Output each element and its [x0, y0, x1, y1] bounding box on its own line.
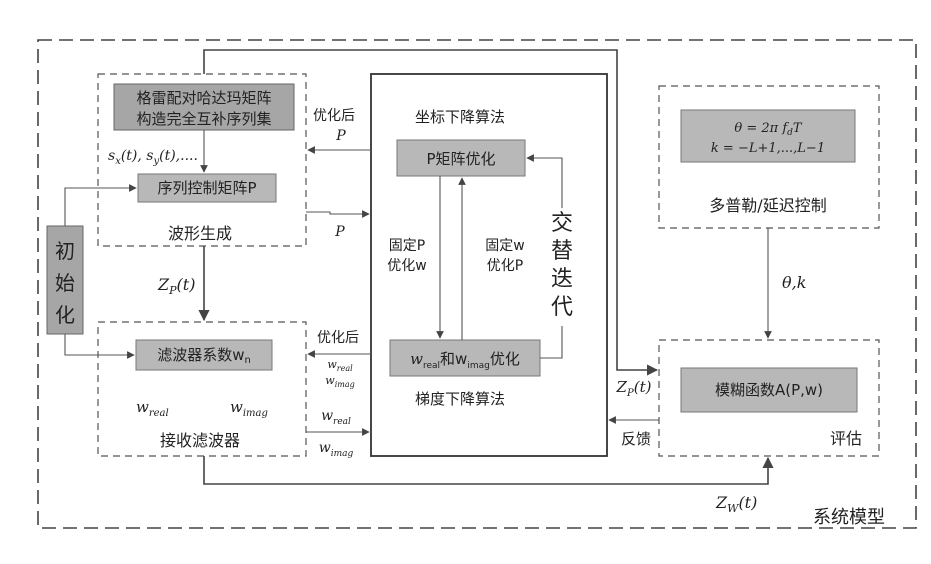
fix-p-line-1: 固定P	[389, 238, 425, 254]
alt-loop-top-arrow	[527, 158, 562, 208]
w-imag-edge-label: wimag	[319, 440, 354, 459]
feedback-label: 反馈	[621, 430, 651, 448]
optimized-p-label-2: P	[335, 128, 346, 144]
coordinate-descent-title: 坐标下降算法	[415, 108, 505, 126]
k-range-equation: k = −L+1,...,L−1	[711, 141, 825, 156]
alternate-char-1: 交	[551, 211, 573, 236]
zp-left-label: ZP(t)	[157, 275, 195, 297]
optimized-p-label-1: 优化后	[313, 108, 355, 124]
zp-right-label: ZP(t)	[616, 378, 652, 399]
optimized-w-label: 优化后	[317, 330, 359, 346]
waveform-title: 波形生成	[168, 224, 232, 243]
w-real-edge-label: wreal	[321, 408, 351, 427]
receiver-title: 接收滤波器	[160, 431, 240, 450]
doppler-delay-block: θ = 2π fdT k = −L+1,...,L−1 多普勒/延迟控制	[659, 86, 879, 228]
theta-equation: θ = 2π fdT	[734, 121, 803, 138]
init-char-3: 化	[55, 303, 75, 327]
alternate-char-4: 代	[551, 295, 573, 320]
fix-p-line-2: 优化w	[387, 258, 426, 274]
ccs-line-1: 格雷配对哈达玛矩阵	[136, 89, 271, 107]
w-imag-label: wimag	[230, 398, 268, 419]
p-edge-label: P	[334, 224, 345, 240]
waveform-generation-block: 格雷配对哈达玛矩阵 构造完全互补序列集 sx(t), sy(t),.... 序列…	[98, 74, 306, 246]
optimized-w-real-label: wreal	[327, 358, 353, 373]
fix-w-line-2: 优化P	[487, 258, 523, 274]
sequence-list: sx(t), sy(t),....	[108, 148, 198, 167]
ambiguity-function-label: 模糊函数A(P,w)	[715, 381, 823, 399]
gradient-descent-title: 梯度下降算法	[415, 390, 505, 408]
evaluation-block: 模糊函数A(P,w) 评估	[659, 340, 879, 456]
init-to-matrix-arrow	[65, 188, 136, 226]
system-model-label: 系统模型	[813, 507, 885, 528]
optimizer-block: 坐标下降算法 P矩阵优化 固定P 优化w 固定w 优化P wreal和wimag…	[371, 74, 607, 456]
optimized-w-imag-label: wimag	[325, 374, 354, 389]
alternate-char-2: 替	[551, 239, 573, 264]
ccs-line-2: 构造完全互补序列集	[136, 110, 271, 128]
p-optimize-label: P矩阵优化	[426, 150, 495, 168]
control-matrix-label: 序列控制矩阵P	[157, 179, 256, 197]
fix-w-line-1: 固定w	[485, 238, 524, 254]
doppler-title: 多普勒/延迟控制	[709, 196, 826, 215]
filter-coeff-label: 滤波器系数wn	[157, 346, 251, 366]
init-to-filter-arrow	[65, 334, 134, 355]
init-block: 初 始 化	[47, 226, 83, 334]
alternate-char-3: 迭	[551, 267, 573, 292]
zw-label: ZW(t)	[715, 493, 757, 515]
zw-to-evaluation-arrow	[204, 456, 768, 484]
evaluation-title: 评估	[830, 429, 862, 448]
theta-k-label: θ,k	[782, 273, 806, 292]
w-real-label: wreal	[136, 398, 169, 419]
alt-loop-bottom	[540, 326, 562, 358]
receiver-filter-block: 滤波器系数wn wreal wimag 接收滤波器	[98, 322, 306, 456]
init-char-1: 初	[55, 239, 75, 263]
p-to-optimizer-arrow	[306, 212, 369, 214]
init-char-2: 始	[55, 271, 75, 295]
